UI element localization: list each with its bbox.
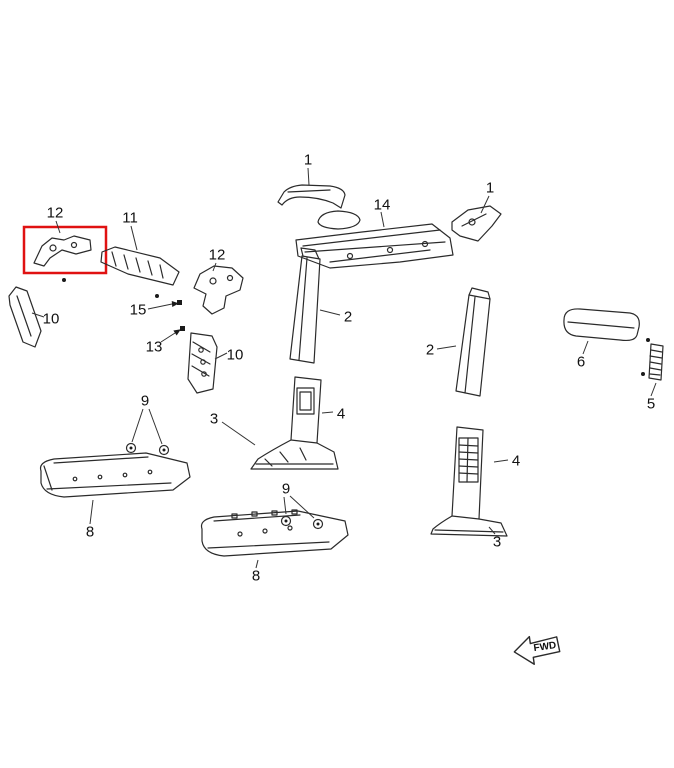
- part-sketch-8-left-sill: [39, 452, 191, 498]
- part-sketch-12-highlighted: [33, 235, 92, 282]
- callout-15[interactable]: 15: [129, 301, 147, 319]
- part-sketch-1-top-center: [277, 184, 346, 209]
- callout-12-highlighted[interactable]: 12: [46, 204, 64, 222]
- part-sketch-14-rail: [295, 210, 454, 269]
- callout-1-b[interactable]: 1: [485, 179, 495, 197]
- callout-11[interactable]: 11: [122, 209, 138, 227]
- part-sketch-11: [100, 246, 180, 298]
- callout-4-a[interactable]: 4: [336, 405, 346, 423]
- callout-14[interactable]: 14: [373, 196, 391, 214]
- part-sketch-6-sill: [563, 308, 650, 376]
- callout-6[interactable]: 6: [576, 353, 586, 371]
- part-sketch-5: [648, 343, 664, 381]
- part-sketch-9-left-fasteners: [125, 442, 170, 456]
- callout-5[interactable]: 5: [646, 395, 656, 413]
- fwd-arrow-icon: FWD: [513, 635, 561, 665]
- callout-9-a[interactable]: 9: [140, 392, 150, 410]
- callout-3-a[interactable]: 3: [209, 410, 219, 428]
- callout-10-b[interactable]: 10: [226, 346, 244, 364]
- part-sketch-8-center-sill: [200, 509, 349, 557]
- callout-9-b[interactable]: 9: [281, 480, 291, 498]
- part-sketch-15-fastener: [177, 300, 182, 305]
- part-sketch-9-center-fasteners: [280, 515, 324, 530]
- part-sketch-2-left-pillar: [289, 247, 321, 364]
- callout-12-b[interactable]: 12: [208, 246, 226, 264]
- part-sketch-2-right-pillar: [455, 287, 491, 397]
- callout-3-b[interactable]: 3: [492, 533, 502, 551]
- callout-1-a[interactable]: 1: [303, 151, 313, 169]
- callout-2-b[interactable]: 2: [425, 341, 435, 359]
- leader-lines: [31, 167, 657, 569]
- callout-8-b[interactable]: 8: [251, 567, 261, 585]
- callout-13[interactable]: 13: [145, 338, 163, 356]
- callout-10-a[interactable]: 10: [42, 310, 60, 328]
- callout-2-a[interactable]: 2: [343, 308, 353, 326]
- fwd-label: FWD: [533, 640, 557, 654]
- callout-8-a[interactable]: 8: [85, 523, 95, 541]
- part-sketch-12-b: [193, 265, 244, 315]
- part-sketch-13-fastener: [180, 326, 185, 331]
- part-sketch-10-left: [8, 286, 42, 348]
- part-sketch-4-3-right-assembly: [430, 426, 508, 537]
- highlight-box: [22, 225, 108, 275]
- part-sketch-1-top-right: [451, 205, 502, 242]
- part-sketch-3-4-center-assembly: [250, 376, 339, 470]
- callout-4-b[interactable]: 4: [511, 452, 521, 470]
- part-sketch-10-b: [187, 332, 218, 394]
